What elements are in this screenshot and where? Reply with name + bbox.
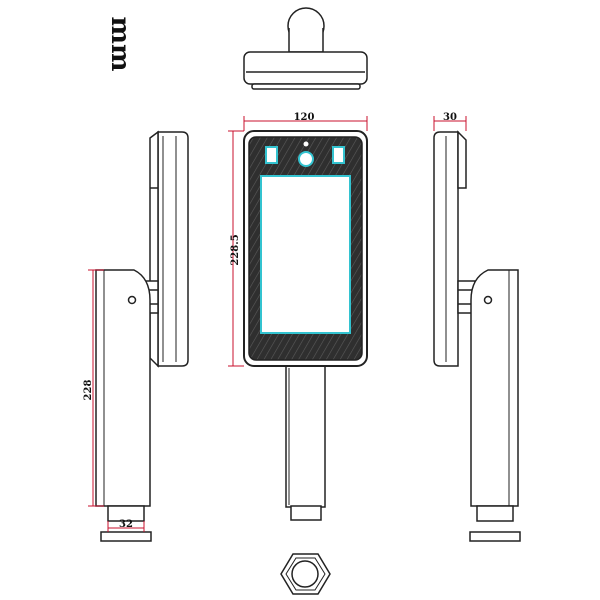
front-pole bbox=[285, 364, 326, 508]
left-foot-plate bbox=[100, 531, 152, 542]
dim-front-width: 120 bbox=[294, 112, 315, 123]
left-sensor bbox=[265, 146, 278, 164]
display-screen bbox=[260, 175, 351, 334]
right-side-view bbox=[433, 130, 521, 542]
hex-nut bbox=[280, 553, 331, 595]
left-pole bbox=[95, 269, 151, 507]
right-pole-base bbox=[476, 505, 514, 522]
hex-nut-bore bbox=[291, 560, 319, 588]
right-screw-hole bbox=[483, 295, 493, 305]
unit-label: mm bbox=[105, 16, 135, 71]
left-dimensions bbox=[88, 269, 145, 532]
dim-pole-height: 228 bbox=[83, 380, 94, 401]
left-screw-hole bbox=[127, 295, 137, 305]
top-view-housing bbox=[243, 51, 368, 85]
right-pole bbox=[470, 269, 519, 507]
right-dimensions bbox=[433, 116, 467, 131]
dim-pole-width: 32 bbox=[119, 519, 133, 530]
front-pole-base bbox=[290, 505, 322, 521]
left-panel bbox=[157, 131, 189, 367]
dim-front-height: 228.5 bbox=[230, 234, 241, 265]
left-side-view bbox=[95, 130, 189, 542]
right-sensor bbox=[332, 146, 345, 164]
indicator-dot bbox=[303, 141, 309, 147]
dim-side-depth: 30 bbox=[443, 112, 457, 123]
front-dimensions bbox=[228, 116, 368, 367]
left-pole-base bbox=[107, 505, 145, 522]
right-foot-plate bbox=[469, 531, 521, 542]
camera-lens bbox=[298, 151, 314, 167]
top-view bbox=[243, 7, 368, 90]
front-view bbox=[243, 130, 368, 521]
